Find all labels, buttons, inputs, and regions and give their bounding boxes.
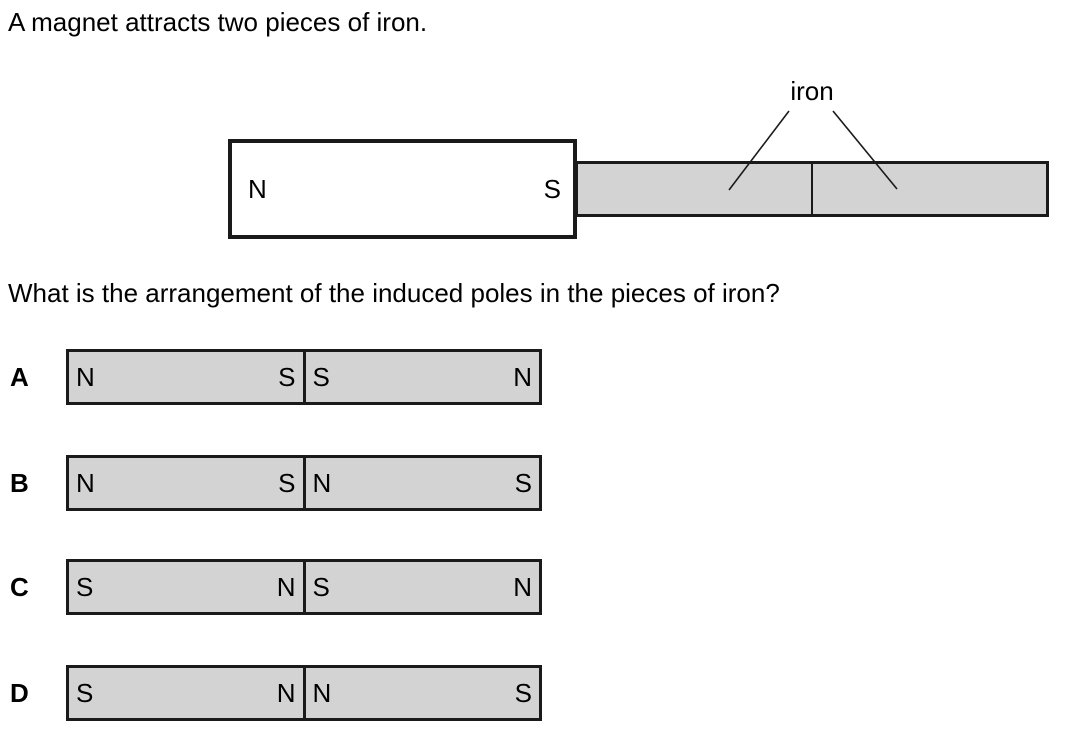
option-c-bar2: S N bbox=[306, 562, 540, 612]
option-label-a: A bbox=[10, 361, 29, 392]
pole-label: S bbox=[514, 467, 532, 498]
pole-label: S bbox=[312, 361, 330, 392]
option-a-bar1: N S bbox=[69, 352, 303, 402]
pole-label: N bbox=[76, 361, 95, 392]
option-a-bar-divider bbox=[302, 352, 306, 402]
pole-label: N bbox=[513, 361, 532, 392]
option-a-bar2: S N bbox=[306, 352, 540, 402]
pole-label: S bbox=[278, 467, 296, 498]
option-label-d: D bbox=[10, 677, 29, 708]
pole-label: N bbox=[276, 571, 296, 602]
option-b-bar2: N S bbox=[306, 458, 540, 508]
option-label-c: C bbox=[10, 571, 29, 602]
option-b-bar-divider bbox=[302, 458, 306, 508]
pole-label: S bbox=[278, 361, 296, 392]
question-text: What is the arrangement of the induced p… bbox=[8, 278, 780, 308]
option-b-bar1: N S bbox=[69, 458, 303, 508]
question-intro-text: A magnet attracts two pieces of iron. bbox=[8, 7, 428, 37]
iron-pieces-divider bbox=[811, 164, 813, 214]
option-d-bar-divider bbox=[302, 668, 306, 718]
pole-label: N bbox=[312, 467, 332, 498]
option-row-a: A N S S N bbox=[10, 349, 542, 405]
pole-label: N bbox=[312, 677, 332, 708]
option-c-iron-bars: S N S N bbox=[66, 559, 542, 615]
pole-label: N bbox=[276, 677, 296, 708]
bar-magnet: N S bbox=[228, 139, 577, 239]
magnet-south-pole-label: S bbox=[543, 173, 561, 204]
pole-label: S bbox=[514, 677, 532, 708]
option-c-bar1: S N bbox=[69, 562, 303, 612]
option-d-bar2: N S bbox=[306, 668, 540, 718]
pole-label: S bbox=[76, 677, 94, 708]
option-a-iron-bars: N S S N bbox=[66, 349, 542, 405]
option-row-b: B N S N S bbox=[10, 455, 542, 511]
option-b-iron-bars: N S N S bbox=[66, 455, 542, 511]
magnet-north-pole-label: N bbox=[248, 173, 267, 204]
option-label-b: B bbox=[10, 467, 29, 498]
option-c-bar-divider bbox=[302, 562, 306, 612]
iron-pieces bbox=[575, 161, 1049, 217]
option-d-bar1: S N bbox=[69, 668, 303, 718]
option-row-c: C S N S N bbox=[10, 559, 542, 615]
pole-label: S bbox=[312, 571, 330, 602]
pole-label: S bbox=[76, 571, 94, 602]
pole-label: N bbox=[76, 467, 95, 498]
iron-label: iron bbox=[790, 76, 834, 106]
option-d-iron-bars: S N N S bbox=[66, 665, 542, 721]
pole-label: N bbox=[513, 571, 532, 602]
option-row-d: D S N N S bbox=[10, 665, 542, 721]
